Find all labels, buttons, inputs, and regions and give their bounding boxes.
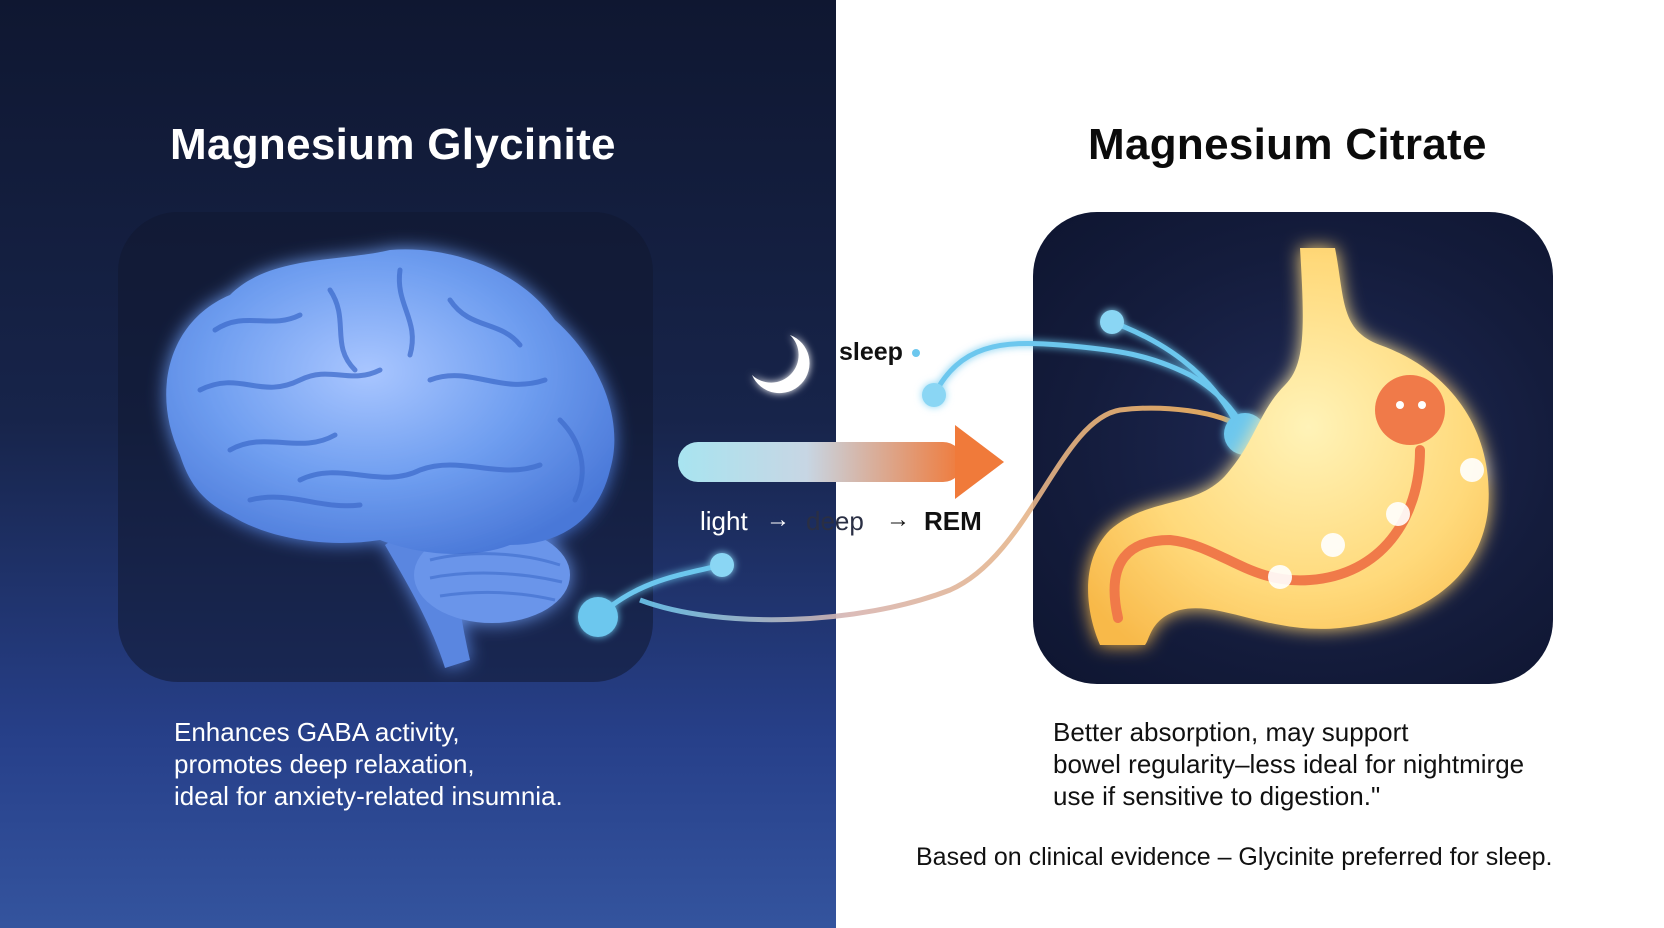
stage-light: light (700, 506, 748, 536)
stage-arrow-2: → (886, 506, 910, 533)
right-title: Magnesium Citrate (1088, 120, 1487, 169)
stomach-card (1033, 212, 1553, 684)
stage-rem: REM (924, 506, 982, 536)
stage-arrow-1: → (766, 506, 790, 533)
conclusion-text: Based on clinical evidence – Glycinite p… (916, 843, 1553, 871)
left-description-line: Enhances GABA activity, (174, 717, 460, 747)
brain-card (118, 212, 653, 682)
left-description-line: ideal for anxiety-related insumnia. (174, 781, 563, 811)
right-description-line: use if sensitive to digestion." (1053, 781, 1381, 811)
sleep-label: sleep (839, 338, 903, 366)
left-title: Magnesium Glycinite (170, 120, 616, 169)
right-description: Better absorption, may support bowel reg… (1053, 716, 1524, 812)
left-description-line: promotes deep relaxation, (174, 749, 475, 779)
left-description: Enhances GABA activity, promotes deep re… (174, 716, 563, 812)
right-description-line: Better absorption, may support (1053, 717, 1409, 747)
right-description-line: bowel regularity–less ideal for nightmir… (1053, 749, 1525, 779)
stage-deep: deep (806, 506, 864, 536)
